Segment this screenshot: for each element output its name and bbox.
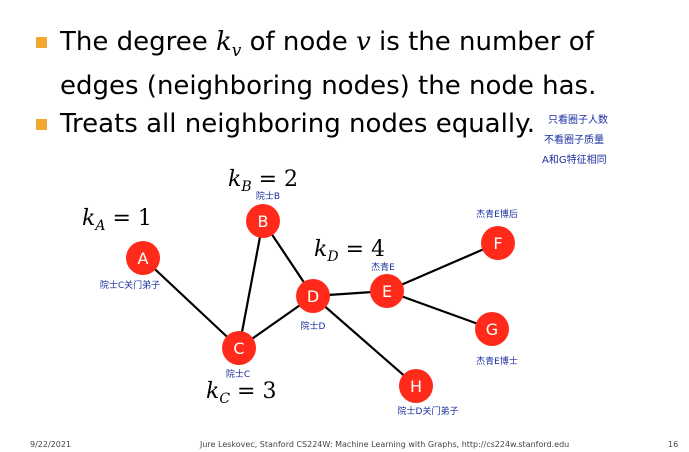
- degree-sub: v: [231, 40, 242, 61]
- degree-sym: k: [216, 27, 232, 57]
- node-label-F: F: [493, 234, 502, 253]
- node-G: [475, 312, 509, 346]
- footer-page-number: 16: [668, 440, 679, 449]
- edge-A-C: [142, 257, 240, 349]
- degree-label-layer: kA = 1 kB = 2 kC = 3 kD = 4: [82, 167, 385, 407]
- degree-label-B: kB = 2: [228, 167, 298, 195]
- side-note-1: 只看圈子人数: [548, 115, 608, 126]
- node-C: [222, 331, 256, 365]
- node-note-F: 杰青E博后: [476, 208, 518, 220]
- bullet-text: is the number of: [370, 27, 594, 57]
- node-note-H: 院士D关门弟子: [398, 405, 459, 417]
- node-variable: v: [356, 27, 371, 57]
- node-label-A: A: [138, 249, 149, 268]
- node-E: [370, 274, 404, 308]
- node-note-E: 杰青E: [371, 261, 395, 273]
- degree-label-D: kD = 4: [314, 237, 385, 265]
- node-note-B: 院士B: [256, 190, 280, 202]
- bullet-list: The degree kv of node v is the number of…: [36, 24, 676, 142]
- degree-label-C: kC = 3: [206, 379, 276, 407]
- node-layer: A B C D E F G H: [126, 204, 515, 403]
- node-label-B: B: [258, 212, 269, 231]
- edge-E-F: [386, 241, 499, 293]
- node-note-A: 院士C关门弟子: [100, 279, 160, 291]
- bullet-marker: [36, 119, 47, 131]
- side-note-3: A和G特征相同: [542, 155, 607, 166]
- bullet-marker: [36, 37, 47, 48]
- node-label-G: G: [486, 320, 498, 339]
- node-note-G: 杰青E博士: [476, 355, 518, 367]
- node-label-C: C: [233, 339, 244, 358]
- edge-E-G: [386, 289, 493, 331]
- side-note-2: 不看圈子质量: [544, 135, 604, 146]
- bullet-equal-treatment: Treats all neighboring nodes equally.: [36, 106, 676, 142]
- node-H: [399, 369, 433, 403]
- bullet-degree-definition: The degree kv of node v is the number of: [36, 24, 676, 68]
- edge-D-H: [312, 295, 417, 387]
- bullet-text: edges (neighboring nodes) the node has.: [60, 71, 597, 102]
- edge-B-C: [237, 220, 265, 349]
- footer-date: 9/22/2021: [30, 440, 72, 449]
- node-label-H: H: [410, 377, 422, 396]
- bullet-text: The degree: [60, 27, 216, 57]
- node-note-D: 院士D: [301, 320, 326, 332]
- bullet-text: Treats all neighboring nodes equally.: [60, 109, 536, 140]
- bullet-continuation: edges (neighboring nodes) the node has.: [36, 68, 676, 104]
- degree-symbol: kv: [216, 27, 242, 61]
- node-F: [481, 226, 515, 260]
- node-D: [296, 279, 330, 313]
- degree-label-A: kA = 1: [82, 206, 152, 234]
- footer-credit: Jure Leskovec, Stanford CS224W: Machine …: [200, 440, 570, 449]
- node-note-C: 院士C: [226, 368, 250, 380]
- node-label-D: D: [307, 287, 319, 306]
- node-B: [246, 204, 280, 238]
- node-label-E: E: [382, 282, 392, 301]
- node-A: [126, 241, 160, 275]
- bullet-text: of node: [241, 27, 357, 57]
